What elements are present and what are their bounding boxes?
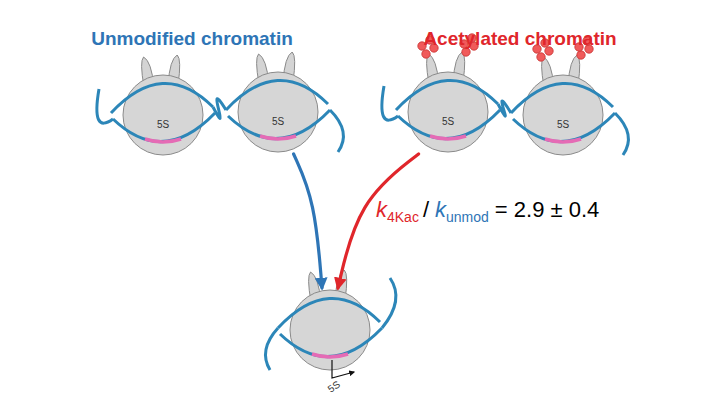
sequence-label: 5S [326, 379, 342, 394]
rate-subscript: 4Kac [387, 209, 419, 225]
sequence-label: 5S [557, 120, 569, 130]
reaction-arrow [294, 154, 322, 288]
dna-strand [226, 80, 328, 110]
nucleosome [511, 37, 615, 155]
equation-term: / [419, 197, 435, 222]
equation-term: = 2.9 ± 0.4 [489, 197, 599, 222]
sequence-label: 5S [442, 117, 454, 127]
equation-term: k [435, 197, 446, 222]
dna-strand [278, 298, 380, 328]
linker-dna [382, 278, 396, 328]
dna-strand [396, 80, 498, 110]
linker-dna [382, 86, 398, 120]
acetyl-group [537, 53, 545, 61]
nucleosome-node: 5S [236, 70, 320, 154]
dna-strand [511, 83, 613, 113]
5s-sequence [545, 139, 581, 142]
sequence-label: 5S [272, 117, 284, 127]
5s-sequence [145, 139, 181, 142]
rate-ratio-equation: k4Kac/kunmod= 2.9 ± 0.4 [376, 199, 599, 221]
5s-sequence [260, 136, 296, 139]
nucleosome [266, 270, 396, 378]
dna-strand [398, 110, 500, 139]
nucleosome [396, 34, 500, 152]
dna-strand [513, 113, 615, 142]
dna-strand [111, 83, 213, 113]
linker-dna [213, 99, 226, 119]
panel-heading: Acetylated chromatin [423, 29, 616, 50]
nucleosome-node: 5S [121, 73, 205, 157]
dna-strand [113, 113, 215, 142]
nucleosome-node: 5S [288, 288, 372, 400]
transcription-start-arrow [332, 360, 354, 378]
histone-core [290, 290, 370, 370]
nucleosome-node: 5S [521, 73, 605, 157]
5s-sequence [312, 354, 348, 357]
panel-heading: Unmodified chromatin [91, 29, 293, 50]
linker-dna [498, 101, 511, 116]
acetyl-group [422, 50, 430, 58]
nucleosome [111, 55, 215, 155]
linker-dna [330, 110, 343, 152]
dna-strand [280, 328, 382, 357]
nucleosome [226, 52, 330, 152]
histone-core [408, 72, 488, 152]
acetyl-group [577, 51, 585, 59]
acetyl-group [462, 48, 470, 56]
sequence-label: 5S [157, 120, 169, 130]
linker-dna [266, 328, 279, 370]
histone-core [238, 72, 318, 152]
linker-dna [97, 89, 113, 123]
reaction-arrow [338, 154, 419, 288]
histone-core [523, 75, 603, 155]
dna-strand [228, 110, 330, 139]
linker-dna [615, 113, 628, 155]
equation-term: k [376, 197, 387, 222]
histone-core [123, 75, 203, 155]
rate-subscript: unmod [446, 209, 489, 225]
nucleosome-node: 5S [406, 70, 490, 154]
5s-sequence [430, 136, 466, 139]
